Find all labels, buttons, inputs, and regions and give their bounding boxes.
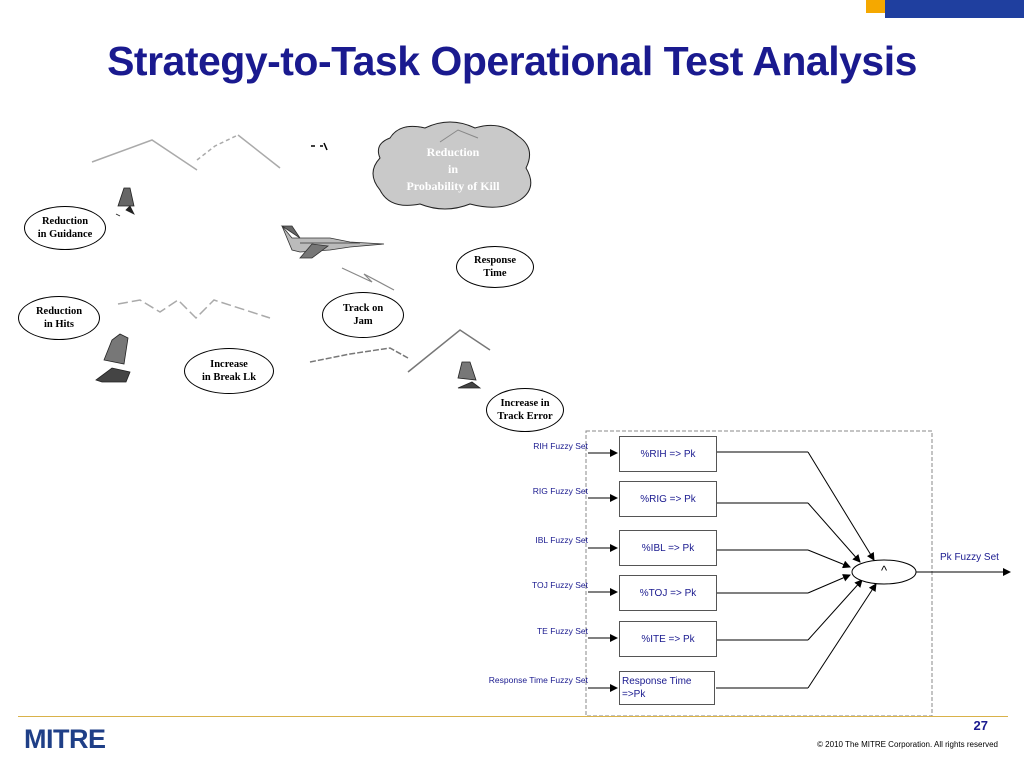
- oval-reduction-in-guidance: Reduction in Guidance: [24, 206, 106, 250]
- mitre-logo: MITRE: [24, 724, 106, 754]
- combiner-node: [851, 559, 917, 585]
- rule-box-ibl: %IBL => Pk: [619, 530, 717, 566]
- input-label-rig: RIG Fuzzy Set: [532, 486, 588, 496]
- copyright-notice: © 2010 The MITRE Corporation. All rights…: [817, 740, 998, 749]
- cloud-label-line3: Probability of Kill: [406, 179, 500, 193]
- rule-box-response-time: Response Time =>Pk: [619, 671, 715, 705]
- oval-track-on-jam: Track on Jam: [322, 292, 404, 338]
- rule-box-rih: %RIH => Pk: [619, 436, 717, 472]
- oval-increase-in-track-error: Increase in Track Error: [486, 388, 564, 432]
- flight-path-lines: [91, 134, 491, 373]
- oval-text-line2: in Hits: [43, 319, 75, 330]
- missile-launcher-small-icon: [457, 361, 482, 389]
- cloud-label: Reduction in Probability of Kill: [372, 144, 534, 195]
- oval-text-line2: in Break Lk: [201, 372, 257, 383]
- corner-accent-gold: [866, 0, 885, 13]
- rule-box-toj: %TOJ => Pk: [619, 575, 717, 611]
- oval-text-line2: Jam: [353, 316, 373, 327]
- oval-text-line1: Reduction: [35, 306, 83, 317]
- input-label-toj: TOJ Fuzzy Set: [531, 580, 588, 590]
- oval-increase-in-break-lock: Increase in Break Lk: [184, 348, 274, 394]
- input-label-te: TE Fuzzy Set: [536, 626, 588, 636]
- corner-accent-blue: [885, 0, 1024, 18]
- footer-rule: [18, 716, 1008, 717]
- input-label-response-time: Response Time Fuzzy Set: [488, 675, 588, 685]
- oval-reduction-in-hits: Reduction in Hits: [18, 296, 100, 340]
- cloud-label-line1: Reduction: [426, 145, 480, 159]
- oval-text-line1: Increase in: [500, 398, 550, 409]
- fighter-jet-icon: [280, 225, 385, 259]
- rule-box-ite: %ITE => Pk: [619, 621, 717, 657]
- small-aircraft-marks-icon: [311, 142, 328, 151]
- page-number: 27: [973, 718, 988, 733]
- oval-text-line1: Response: [473, 255, 516, 266]
- slide-title: Strategy-to-Task Operational Test Analys…: [107, 38, 917, 84]
- missile-launcher-large-icon: [95, 333, 131, 383]
- missile-launcher-icon: [115, 187, 135, 217]
- cloud-label-line2: in: [447, 162, 458, 176]
- combiner-symbol: ^: [880, 563, 888, 578]
- input-label-rih: RIH Fuzzy Set: [533, 441, 588, 451]
- oval-text-line2: in Guidance: [37, 229, 93, 240]
- oval-text-line2: Time: [483, 268, 507, 279]
- oval-text-line1: Reduction: [41, 216, 89, 227]
- output-label: Pk Fuzzy Set: [940, 552, 999, 563]
- jam-lightning-icon: [341, 267, 395, 291]
- oval-text-line2: Track Error: [497, 411, 553, 422]
- rule-box-rig: %RIG => Pk: [619, 481, 717, 517]
- probability-of-kill-cloud: [372, 121, 532, 210]
- input-label-ibl: IBL Fuzzy Set: [535, 535, 588, 545]
- oval-text-line1: Track on: [342, 303, 384, 314]
- oval-text-line1: Increase: [210, 359, 248, 370]
